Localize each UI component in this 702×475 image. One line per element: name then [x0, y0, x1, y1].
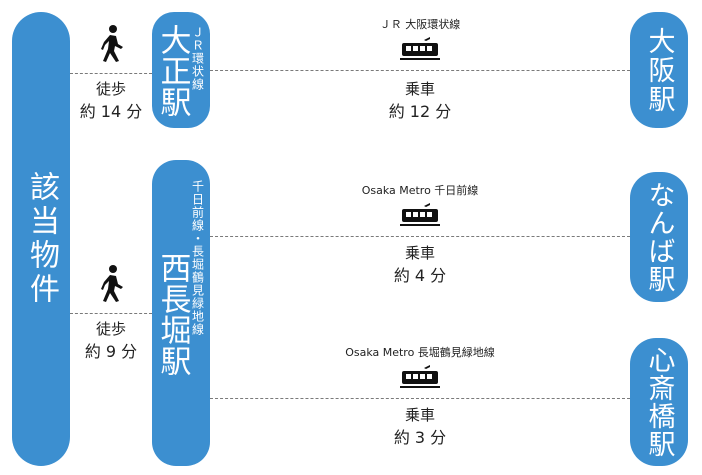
taisho-station-name: 大正駅: [154, 23, 191, 117]
nishinagahori-station-name: 西長堀駅: [154, 252, 191, 376]
route-osaka-mode: 乗車: [404, 80, 435, 98]
destination-namba-pill: なんば駅: [630, 172, 688, 302]
walk-line-bottom: [70, 313, 152, 314]
nishinagahori-station-pill: 千日前線・長堀鶴見緑地線 西長堀駅: [152, 160, 210, 466]
destination-namba-name: なんば駅: [643, 181, 675, 293]
route-shinsaibashi-line-name: Osaka Metro 長堀鶴見緑地線: [345, 346, 495, 359]
walk2-time: 約 9 分: [84, 342, 138, 361]
nishinagahori-line-name: 千日前線・長堀鶴見緑地線: [190, 180, 205, 336]
property-label: 該当物件: [24, 171, 59, 307]
walk-line-top: [70, 73, 152, 74]
route-line-osaka: [210, 70, 630, 71]
walking-person-icon: [101, 25, 123, 62]
walk2-mode: 徒歩: [95, 320, 126, 338]
property-pill: 該当物件: [12, 12, 70, 466]
train-icon: [400, 365, 440, 388]
route-osaka-time: 約 12 分: [388, 102, 452, 121]
destination-osaka-name: 大阪駅: [643, 26, 675, 114]
destination-osaka-pill: 大阪駅: [630, 12, 688, 128]
route-line-namba: [210, 236, 630, 237]
route-namba-mode: 乗車: [404, 244, 435, 262]
destination-shinsaibashi-name: 心斎橋駅: [643, 346, 675, 458]
route-namba-line-name: Osaka Metro 千日前線: [361, 184, 479, 197]
destination-shinsaibashi-pill: 心斎橋駅: [630, 338, 688, 466]
taisho-station-pill: ＪＲ環状線 大正駅: [152, 12, 210, 128]
taisho-line-name: ＪＲ環状線: [190, 26, 205, 91]
route-shinsaibashi-mode: 乗車: [404, 406, 435, 424]
route-namba-time: 約 4 分: [393, 266, 447, 285]
walk1-mode: 徒歩: [95, 80, 126, 98]
walking-person-icon: [101, 265, 123, 302]
train-icon: [400, 203, 440, 226]
route-shinsaibashi-time: 約 3 分: [393, 428, 447, 447]
route-osaka-line-name: ＪＲ 大阪環状線: [379, 18, 461, 31]
train-icon: [400, 37, 440, 60]
route-line-shinsaibashi: [210, 398, 630, 399]
walk1-time: 約 14 分: [79, 102, 143, 121]
